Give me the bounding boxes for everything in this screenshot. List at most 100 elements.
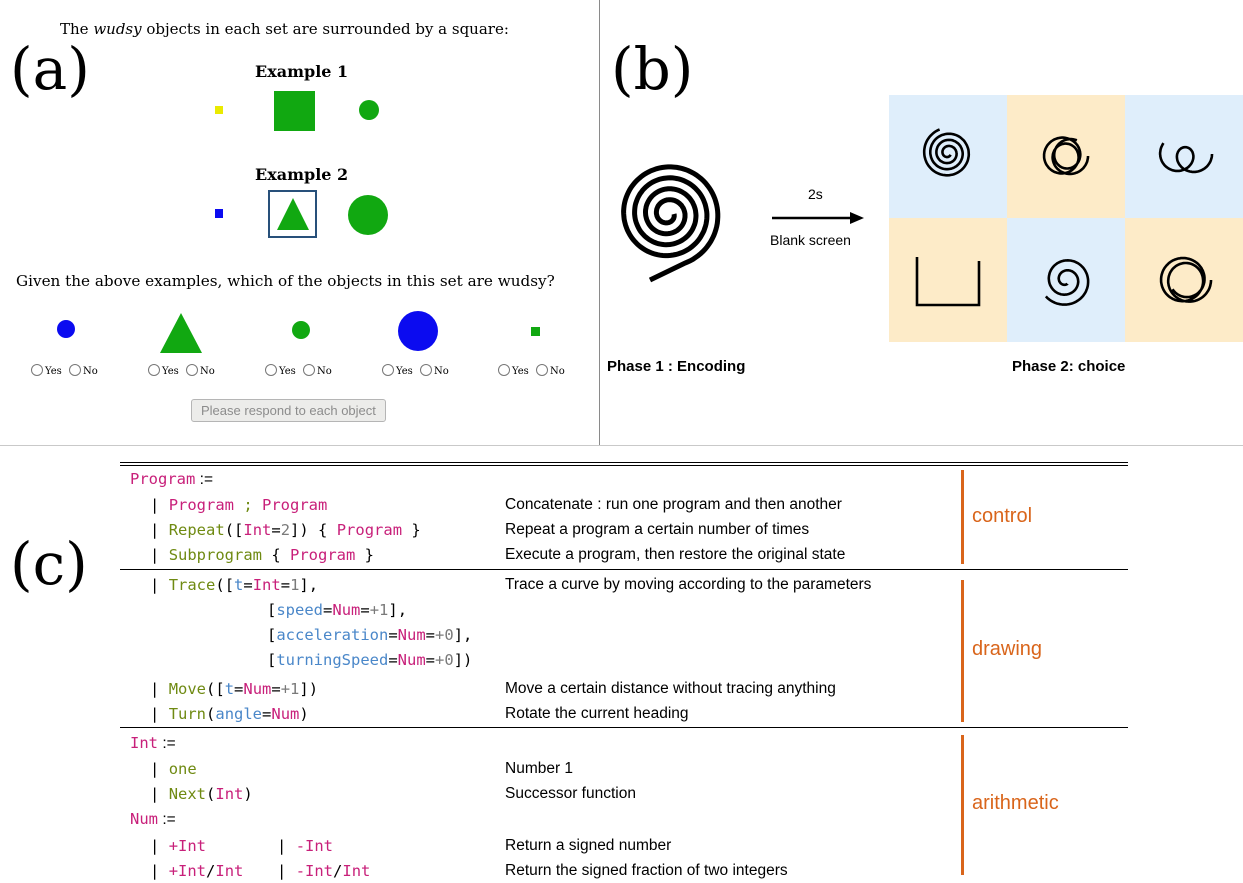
choice-cell-4[interactable] [889,218,1007,342]
radio-yes-4[interactable] [382,364,394,376]
instruction-word: wudsy [93,20,142,38]
vertical-divider [599,0,600,445]
radio-yes-label: Yes [45,366,62,377]
choice-cell-6[interactable] [1125,218,1243,342]
test-green-square-small [531,327,540,336]
choice-spiral-5 [1044,258,1090,306]
radio-no-label: No [433,366,449,377]
code-trace-acc: [acceleration=Num=+0], [267,626,473,644]
category-arithmetic: arithmetic [972,792,1059,814]
question-text: Given the above examples, which of the o… [16,272,555,290]
radio-no-label: No [316,366,332,377]
repeat-body: Program [336,521,403,539]
move-num: Num [243,680,272,698]
panel-b-label: (b) [611,35,694,103]
radio-no-label: No [549,366,565,377]
code-program-def: Program := [130,470,213,489]
radio-yes-1[interactable] [31,364,43,376]
control-bar [961,470,964,564]
desc-one: Number 1 [505,760,574,777]
speed-num: Num [332,601,361,619]
int-assign: := [162,735,176,752]
instruction-text: The wudsy objects in each set are surrou… [60,20,509,38]
minus-int: -Int [295,837,334,855]
example-2-green-triangle [277,198,309,230]
example-2-green-circle [348,195,388,235]
repeat-kw: Repeat [168,521,225,539]
seq-right: Program [262,496,328,514]
section-rule-2 [120,727,1128,728]
encoding-spiral [621,164,721,283]
plus-int: +Int [168,837,207,855]
example-1-yellow-square [215,106,223,114]
instruction-post: objects in each set are surrounded by a … [141,20,509,38]
minus-frac-den: Int [342,862,371,880]
desc-turn: Rotate the current heading [505,705,689,722]
choice-loops-2 [1042,136,1090,176]
choice-bracket-4 [915,257,981,307]
minus-frac-num: -Int [295,862,334,880]
test-blue-circle-large [398,311,438,351]
code-move: | Move([t=Num=+1]) [150,680,319,698]
code-trace-turning: [turningSpeed=Num=+0]) [267,651,473,669]
radio-yes-label: Yes [162,366,179,377]
radio-no-4[interactable] [419,364,432,376]
arrow-delay-label: 2s [808,186,823,202]
code-num-def: Num := [130,810,176,829]
code-signed-neg: | -Int [277,837,334,855]
code-fraction: | +Int/Int [150,862,244,880]
frac-slash-2: / [333,862,343,880]
choice-grid [889,95,1243,342]
code-trace-speed: [speed=Num=+1], [267,601,408,619]
num-assign: := [162,811,176,828]
choice-cell-2[interactable] [1007,95,1125,218]
example-1-title: Example 1 [255,62,349,81]
desc-repeat: Repeat a program a certain number of tim… [505,521,810,538]
radio-no-1[interactable] [68,364,81,376]
radio-yes-3[interactable] [265,364,277,376]
example-2-surrounding-box [268,190,317,238]
desc-move: Move a certain distance without tracing … [505,680,836,697]
desc-subprogram: Execute a program, then restore the orig… [505,546,846,563]
nt-program: Program [130,470,196,488]
plus-frac-num: +Int [168,862,207,880]
choice-cell-3[interactable] [1125,95,1243,218]
radio-yes-label: Yes [512,366,529,377]
desc-concat: Concatenate : run one program and then a… [505,496,842,513]
code-next: | Next(Int) [150,785,253,803]
radio-yes-2[interactable] [148,364,160,376]
repeat-val: 2 [280,521,291,539]
radio-group-3: Yes No [265,364,332,377]
radio-yes-label: Yes [279,366,296,377]
code-repeat: | Repeat([Int=2]) { Program } [150,521,421,539]
acc-val: +0 [435,626,454,644]
acc-param: acceleration [276,626,389,644]
code-subprogram: | Subprogram { Program } [150,546,375,564]
choice-cell-5[interactable] [1007,218,1125,342]
seq-left: Program [168,496,235,514]
trace-one: 1 [290,576,300,594]
desc-signed: Return a signed number [505,837,672,854]
turning-num: Num [397,651,426,669]
acc-num: Num [397,626,426,644]
seq-sep: ; [234,496,263,514]
radio-no-3[interactable] [302,364,315,376]
instruction-pre: The [60,20,94,38]
radio-no-5[interactable] [535,364,548,376]
radio-group-4: Yes No [382,364,449,377]
radio-yes-5[interactable] [498,364,510,376]
panel-a-label: (a) [10,35,90,103]
subprogram-body: Program [290,546,356,564]
speed-param: speed [276,601,324,619]
desc-next: Successor function [505,785,636,802]
radio-no-2[interactable] [185,364,198,376]
table-top-rule [120,462,1128,463]
trace-t: t [234,576,244,594]
panel-c-label: (c) [10,530,88,598]
respond-button[interactable]: Please respond to each object [191,399,386,422]
test-green-triangle [160,313,202,353]
desc-trace: Trace a curve by moving according to the… [505,576,872,593]
radio-no-label: No [199,366,215,377]
example-2-title: Example 2 [255,165,349,184]
desc-fraction: Return the signed fraction of two intege… [505,862,788,879]
